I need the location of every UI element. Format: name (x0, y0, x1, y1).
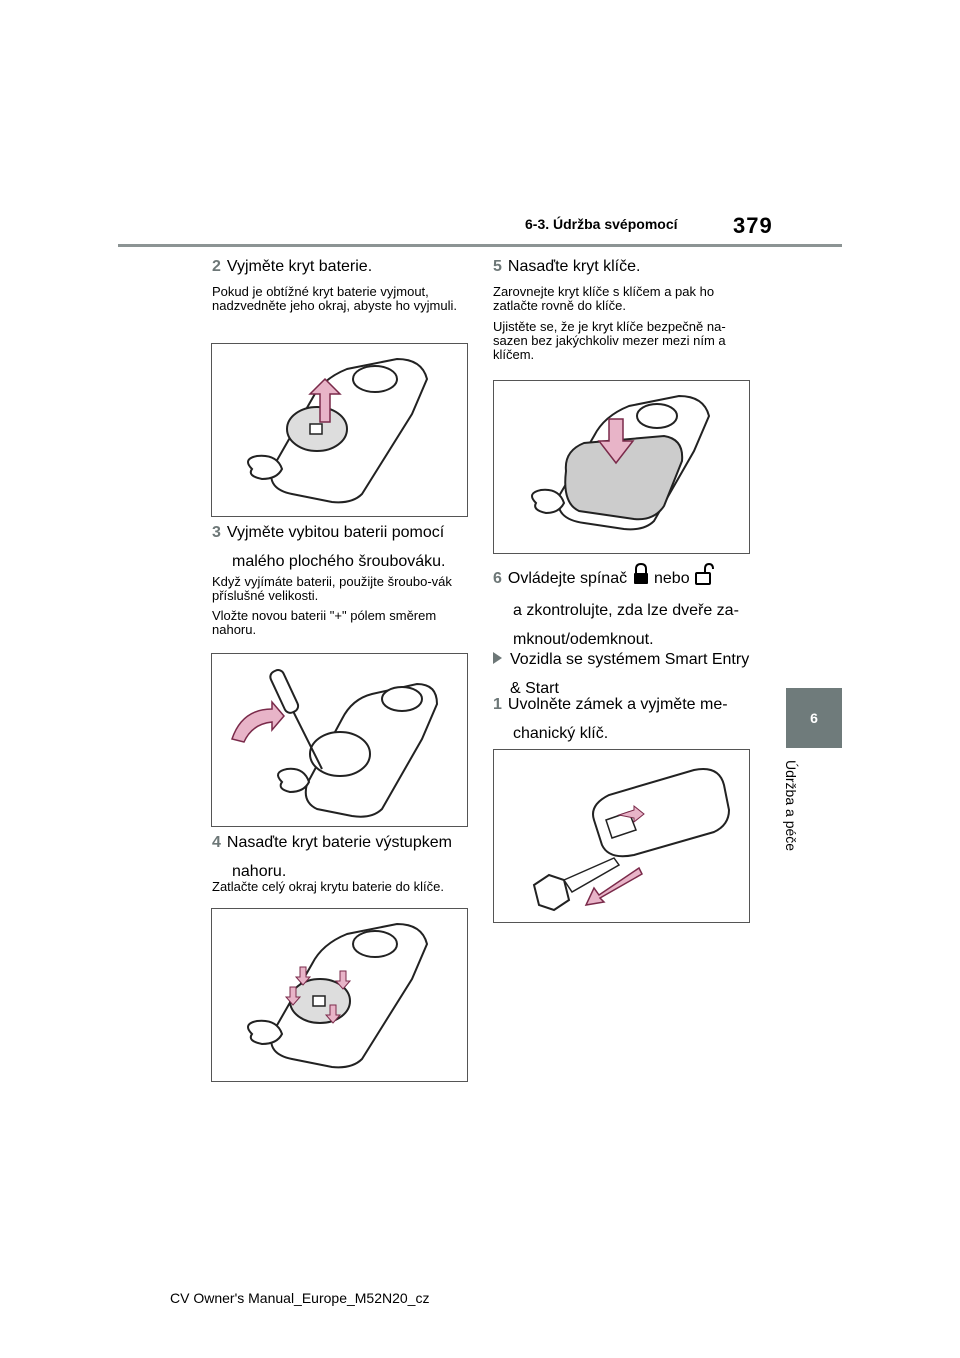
step-4-note: Zatlačte celý okraj krytu baterie do klí… (212, 879, 444, 894)
step-5-note-2: Ujistěte se, že je kryt klíče bezpečně n… (493, 319, 726, 362)
step-number: 5 (493, 258, 502, 275)
figure-install-key-cover (493, 380, 750, 554)
step-2-title: 2 Vyjměte kryt baterie. (212, 252, 472, 281)
bullet-text-cont: & Start (510, 680, 559, 697)
step-5-note-1: Zarovnejte kryt klíče s klíčem a pak ho … (493, 284, 715, 313)
chapter-number: 6 (810, 710, 818, 726)
step-5-title: 5 Nasaďte kryt klíče. (493, 252, 753, 281)
step-text: Vyjměte kryt baterie. (226, 258, 373, 275)
figure-remove-battery (211, 653, 468, 827)
step-3-title: 3 Vyjměte vybitou baterii pomocí malého p… (212, 518, 472, 576)
step-1-title: 1 Uvolněte zámek a vyjměte me- chanický k… (493, 690, 763, 748)
step-number: 2 (212, 258, 221, 275)
page-number: 379 (733, 213, 773, 238)
unlock-icon (694, 562, 715, 596)
step-3-note-2: Vložte novou baterii "+" pólem směrem na… (212, 608, 437, 637)
step-text-cont: chanický klíč. (513, 725, 609, 742)
key-cover-illustration (531, 394, 711, 531)
step-text: Nasaďte kryt baterie výstupkem (226, 834, 452, 851)
step-number: 4 (212, 834, 221, 851)
chapter-label: Údržba a péče (783, 760, 815, 860)
key-fob-illustration (247, 357, 429, 504)
step-3-note-1: Když vyjímáte baterii, použijte šroubo-v… (212, 574, 452, 603)
section-title: 6-3. Údržba svépomocí (525, 216, 678, 232)
step-text-cont: nahoru. (232, 863, 287, 880)
step-4-title: 4 Nasaďte kryt baterie výstupkem nahoru. (212, 828, 472, 886)
step-text: Uvolněte zámek a vyjměte me- (507, 696, 728, 713)
bullet-triangle-icon (493, 651, 502, 664)
figure-insert-cover (211, 908, 468, 1082)
step-text-cont: malého plochého šroubováku. (232, 553, 446, 570)
bullet-text: Vozidla se systémem Smart Entry (510, 651, 750, 668)
figure-remove-cover (211, 343, 468, 517)
step-text: Ovládejte spínač (507, 570, 628, 588)
header-rule (118, 244, 842, 247)
step-text-or: nebo (654, 570, 690, 588)
step-2-note: Pokud je obtížné kryt baterie vyjmout, n… (212, 284, 457, 313)
key-fob-cover-illustration (247, 922, 429, 1069)
step-6-title: 6 Ovládejte spínač nebo a zkontrolujte, z… (493, 562, 763, 654)
step-text: Vyjměte vybitou baterii pomocí (226, 524, 445, 541)
step-number: 3 (212, 524, 221, 541)
step-text-cont: a zkontrolujte, zda lze dveře za- (513, 602, 739, 619)
step-text-cont: mknout/odemknout. (513, 631, 654, 648)
chapter-label-text: Údržba a péče (783, 760, 799, 852)
step-number: 1 (493, 696, 502, 713)
lock-icon (632, 562, 650, 596)
figure-mechanical-key (493, 749, 750, 923)
footer-manual-id: CV Owner's Manual_Europe_M52N20_cz (170, 1290, 430, 1306)
screwdriver-illustration (231, 669, 439, 818)
chapter-tab: 6 (786, 688, 842, 748)
step-number: 6 (493, 570, 502, 588)
step-text: Nasaďte kryt klíče. (507, 258, 641, 275)
bullet-smart-entry: Vozidla se systémem Smart Entry & Start (493, 645, 763, 703)
mechanical-key-illustration (532, 768, 731, 912)
